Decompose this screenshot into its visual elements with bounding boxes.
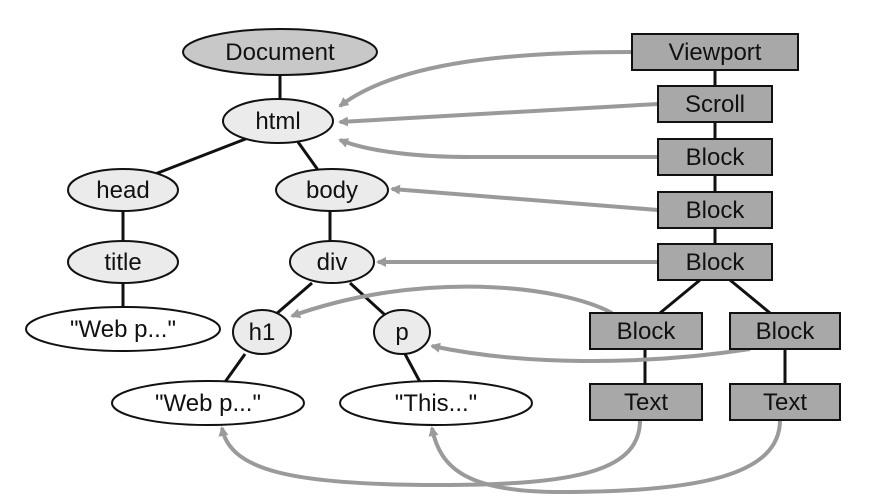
node-div-label: div [317, 249, 348, 276]
mapping-arrows [218, 50, 782, 495]
node-html-label: html [255, 108, 300, 135]
arrow-block1-html [338, 138, 658, 159]
node-html: html [222, 98, 334, 144]
node-p-text: "This..." [339, 380, 533, 426]
arrow-viewport-html [338, 50, 633, 108]
node-p: p [373, 309, 431, 355]
box-block-3: Block [657, 243, 773, 281]
node-body-label: body [306, 177, 358, 204]
edge-p-text [403, 353, 422, 383]
node-head-label: head [96, 177, 149, 204]
node-p-label: p [395, 319, 408, 346]
arrow-scroll-html [338, 102, 659, 127]
edge-block3-blockright [729, 278, 771, 315]
dom-tree-edges [121, 74, 422, 383]
box-text-right: Text [729, 383, 841, 421]
edge-h1-text [223, 353, 247, 383]
node-title-text: "Web p..." [25, 306, 221, 352]
box-scroll: Scroll [657, 85, 773, 123]
box-block-2-label: Block [686, 197, 746, 224]
dom-tree: Document html head body title "Web p..."… [25, 28, 533, 426]
node-h1-text-label: "Web p..." [155, 390, 261, 417]
node-head: head [67, 168, 179, 212]
edge-html-body [296, 141, 320, 171]
box-scroll-label: Scroll [685, 91, 745, 118]
box-block-1-label: Block [686, 144, 746, 171]
node-document-label: Document [225, 39, 335, 66]
edge-div-h1 [274, 281, 313, 317]
node-div: div [289, 240, 375, 284]
arrow-block2-body [390, 184, 659, 212]
box-block-1: Block [657, 138, 773, 176]
box-block-left: Block [589, 312, 703, 350]
node-document: Document [182, 28, 378, 76]
node-h1-label: h1 [249, 319, 276, 346]
edge-block3-blockleft [659, 278, 701, 315]
arrow-blockright-p [430, 342, 751, 363]
node-h1: h1 [232, 309, 292, 355]
node-title-text-label: "Web p..." [70, 316, 176, 343]
box-text-left-label: Text [624, 389, 668, 416]
arrow-textleft-h1text [218, 419, 642, 488]
node-title-label: title [104, 249, 141, 276]
node-h1-text: "Web p..." [111, 380, 305, 426]
box-block-left-label: Block [617, 318, 677, 345]
box-text-right-label: Text [763, 389, 807, 416]
box-viewport-label: Viewport [669, 39, 762, 66]
edge-div-p [348, 281, 387, 317]
node-body: body [275, 168, 389, 212]
box-viewport: Viewport [631, 33, 799, 71]
box-block-right-label: Block [756, 318, 816, 345]
node-title: title [67, 240, 179, 284]
edge-html-head [149, 136, 249, 178]
box-text-left: Text [589, 383, 703, 421]
box-block-2: Block [657, 191, 773, 229]
box-block-right: Block [729, 312, 841, 350]
node-p-text-label: "This..." [395, 390, 477, 417]
box-block-3-label: Block [686, 249, 746, 276]
render-tree: Viewport Scroll Block Block Block Block … [589, 33, 841, 421]
arrow-blockleft-h1 [290, 284, 613, 319]
render-tree-edges [643, 70, 787, 384]
arrow-textright-ptext [428, 419, 782, 495]
